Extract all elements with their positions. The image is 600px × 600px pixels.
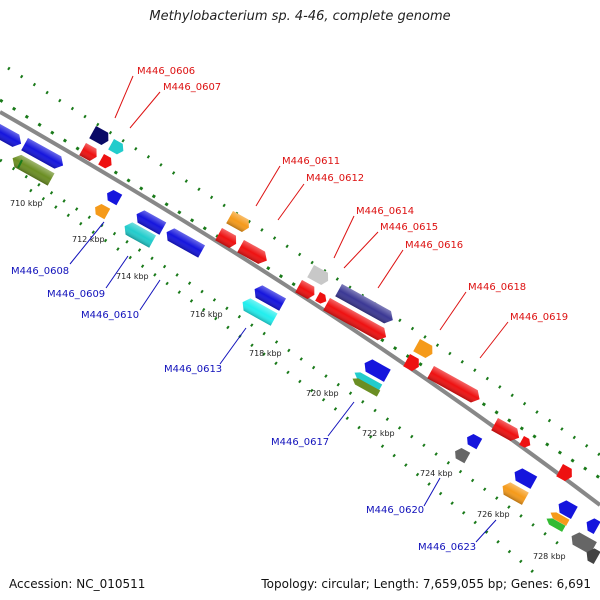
gene-arrow[interactable] [427, 366, 483, 405]
gene-arrow[interactable] [315, 292, 329, 306]
gene-arrow[interactable] [351, 376, 381, 397]
gene-label[interactable]: M446_0617 [271, 437, 329, 448]
gene-label[interactable]: M446_0614 [356, 206, 414, 217]
gene-arrow[interactable] [226, 211, 252, 234]
gene-label[interactable]: M446_0609 [47, 289, 105, 300]
gene-arrow[interactable] [0, 124, 24, 150]
kbp-label: 718 kbp [249, 349, 282, 358]
gene-label[interactable]: M446_0620 [366, 505, 424, 516]
gene-arrow[interactable] [133, 208, 167, 235]
gene-arrow[interactable] [568, 530, 597, 555]
gene-arrow[interactable] [545, 516, 566, 532]
kbp-label: 728 kbp [533, 552, 566, 561]
gene-arrow[interactable] [511, 466, 538, 489]
gene-arrow[interactable] [519, 436, 533, 450]
gene-arrow[interactable] [121, 220, 156, 248]
gene-arrow[interactable] [307, 265, 331, 287]
genome-backbone [0, 110, 600, 507]
gene-label[interactable]: M446_0607 [163, 82, 221, 93]
gene-arrow[interactable] [108, 139, 126, 156]
gene-arrow[interactable] [163, 226, 205, 258]
gene-arrow[interactable] [583, 546, 600, 565]
gene-arrow[interactable] [98, 154, 114, 170]
gene-arrow[interactable] [237, 240, 270, 267]
gc-track-outer-top [7, 66, 600, 457]
kbp-label: 720 kbp [306, 389, 339, 398]
gene-label[interactable]: M446_0616 [405, 240, 463, 251]
gene-arrow[interactable] [89, 126, 112, 147]
gene-arrow[interactable] [295, 280, 318, 301]
gene-arrow[interactable] [464, 432, 483, 450]
gene-arrow[interactable] [583, 516, 600, 535]
gene-arrow[interactable] [323, 298, 389, 343]
kbp-label: 712 kbp [72, 235, 105, 244]
gene-arrow[interactable] [555, 498, 578, 519]
gene-features [0, 124, 600, 565]
gene-arrow[interactable] [403, 354, 422, 373]
gene-label[interactable]: M446_0623 [418, 542, 476, 553]
topology-text: Topology: circular; Length: 7,659,055 bp… [261, 577, 591, 591]
gene-arrow[interactable] [353, 370, 383, 391]
gene-arrow[interactable] [361, 357, 391, 382]
gene-label[interactable]: M446_0618 [468, 282, 526, 293]
bottom-gene-labels: M446_0608 M446_0609 M446_0610 M446_0613 … [11, 221, 497, 553]
top-gene-labels: M446_0606 M446_0607 M446_0611 M446_0612 … [114, 66, 568, 359]
gene-arrow[interactable] [335, 284, 396, 326]
gene-label[interactable]: M446_0613 [164, 364, 222, 375]
gene-arrow[interactable] [549, 510, 570, 526]
gene-arrow[interactable] [239, 296, 278, 326]
gene-arrow[interactable] [556, 464, 575, 483]
kbp-label: 722 kbp [362, 429, 395, 438]
gene-label[interactable]: M446_0610 [81, 310, 139, 321]
gene-arrow[interactable] [92, 202, 111, 220]
gene-arrow[interactable] [251, 283, 286, 311]
kbp-label: 724 kbp [420, 469, 453, 478]
map-title: Methylobacterium sp. 4-46, complete geno… [149, 9, 451, 24]
kbp-label: 714 kbp [116, 272, 149, 281]
gene-arrow[interactable] [21, 138, 66, 172]
gene-label[interactable]: M446_0611 [282, 156, 340, 167]
accession-text: Accession: NC_010511 [9, 577, 146, 591]
gene-label[interactable]: M446_0606 [137, 66, 195, 77]
gene-label[interactable]: M446_0615 [380, 222, 438, 233]
gc-track-outer-bottom [29, 188, 541, 580]
gene-label[interactable]: M446_0612 [306, 173, 364, 184]
gene-arrow[interactable] [215, 228, 239, 250]
gene-arrow[interactable] [452, 446, 471, 464]
gene-label[interactable]: M446_0608 [11, 266, 69, 277]
gene-arrow[interactable] [79, 143, 100, 163]
gene-arrow[interactable] [9, 152, 55, 186]
gc-dotted-tracks [0, 66, 600, 580]
kbp-label: 716 kbp [190, 310, 223, 319]
kbp-label: 726 kbp [477, 510, 510, 519]
kbp-ticks: 710 kbp 712 kbp 714 kbp 716 kbp 718 kbp … [10, 159, 566, 561]
kbp-label: 710 kbp [10, 199, 43, 208]
gc-track-inner-bottom [0, 158, 561, 547]
gene-arrow[interactable] [491, 418, 522, 444]
gene-arrow[interactable] [104, 188, 123, 206]
gene-label[interactable]: M446_0619 [510, 312, 568, 323]
gene-arrow[interactable] [413, 339, 436, 360]
gene-arrow[interactable] [499, 480, 529, 505]
